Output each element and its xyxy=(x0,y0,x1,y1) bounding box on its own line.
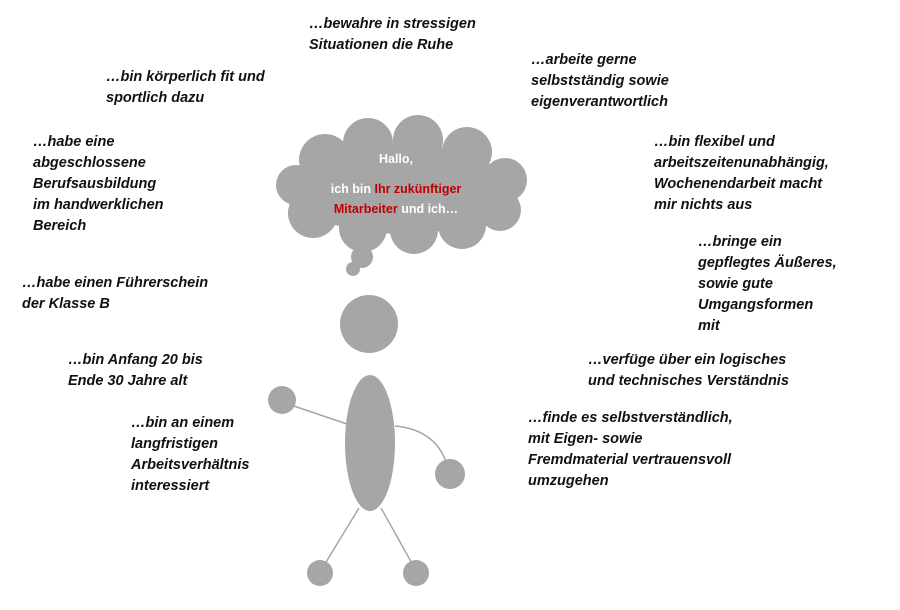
statement-ruhe: …bewahre in stressigen Situationen die R… xyxy=(309,16,476,53)
body xyxy=(345,375,395,511)
thought-bubble-dot-large xyxy=(351,246,373,268)
right-arm xyxy=(394,425,449,469)
statement-selbststaendig: …arbeite gerne selbstständig sowie eigen… xyxy=(531,52,669,110)
bubble-highlight-1: Ihr zukünftiger xyxy=(374,182,462,196)
thought-bubble xyxy=(276,115,527,254)
statement-aeusseres: …bringe ein gepflegtes Äußeres, sowie gu… xyxy=(698,234,837,334)
statement-eigenmaterial: …finde es selbstverständlich, mit Eigen-… xyxy=(528,410,733,489)
bubble-greeting: Hallo, xyxy=(378,152,414,166)
statement-ausbildung: …habe eine abgeschlossene Berufsausbildu… xyxy=(33,134,164,234)
left-hand xyxy=(268,386,296,414)
statement-logik: …verfüge über ein logisches und technisc… xyxy=(588,352,789,389)
statement-fuehrerschein: …habe einen Führerschein der Klasse B xyxy=(22,275,209,312)
thought-bubble-dot-small xyxy=(346,262,360,276)
statement-fit: …bin körperlich fit und sportlich dazu xyxy=(106,69,265,106)
right-foot xyxy=(403,560,429,586)
thought-bubble-text: Hallo, ich bin Ihr zukünftiger Mitarbeit… xyxy=(298,149,494,219)
statement-arbeitsverhaeltnis: …bin an einem langfristigen Arbeitsverhä… xyxy=(131,415,250,494)
statement-flexibel: …bin flexibel und arbeitszeitenunabhängi… xyxy=(654,134,829,213)
right-leg xyxy=(380,507,415,568)
bubble-highlight-2: Mitarbeiter xyxy=(333,202,398,216)
head xyxy=(340,295,398,353)
left-foot xyxy=(307,560,333,586)
statement-alter: …bin Anfang 20 bis Ende 30 Jahre alt xyxy=(68,352,203,389)
bubble-line-end: und ich… xyxy=(397,202,459,216)
bubble-line-start: ich bin xyxy=(330,182,375,196)
left-leg xyxy=(322,507,360,568)
right-hand xyxy=(435,459,465,489)
